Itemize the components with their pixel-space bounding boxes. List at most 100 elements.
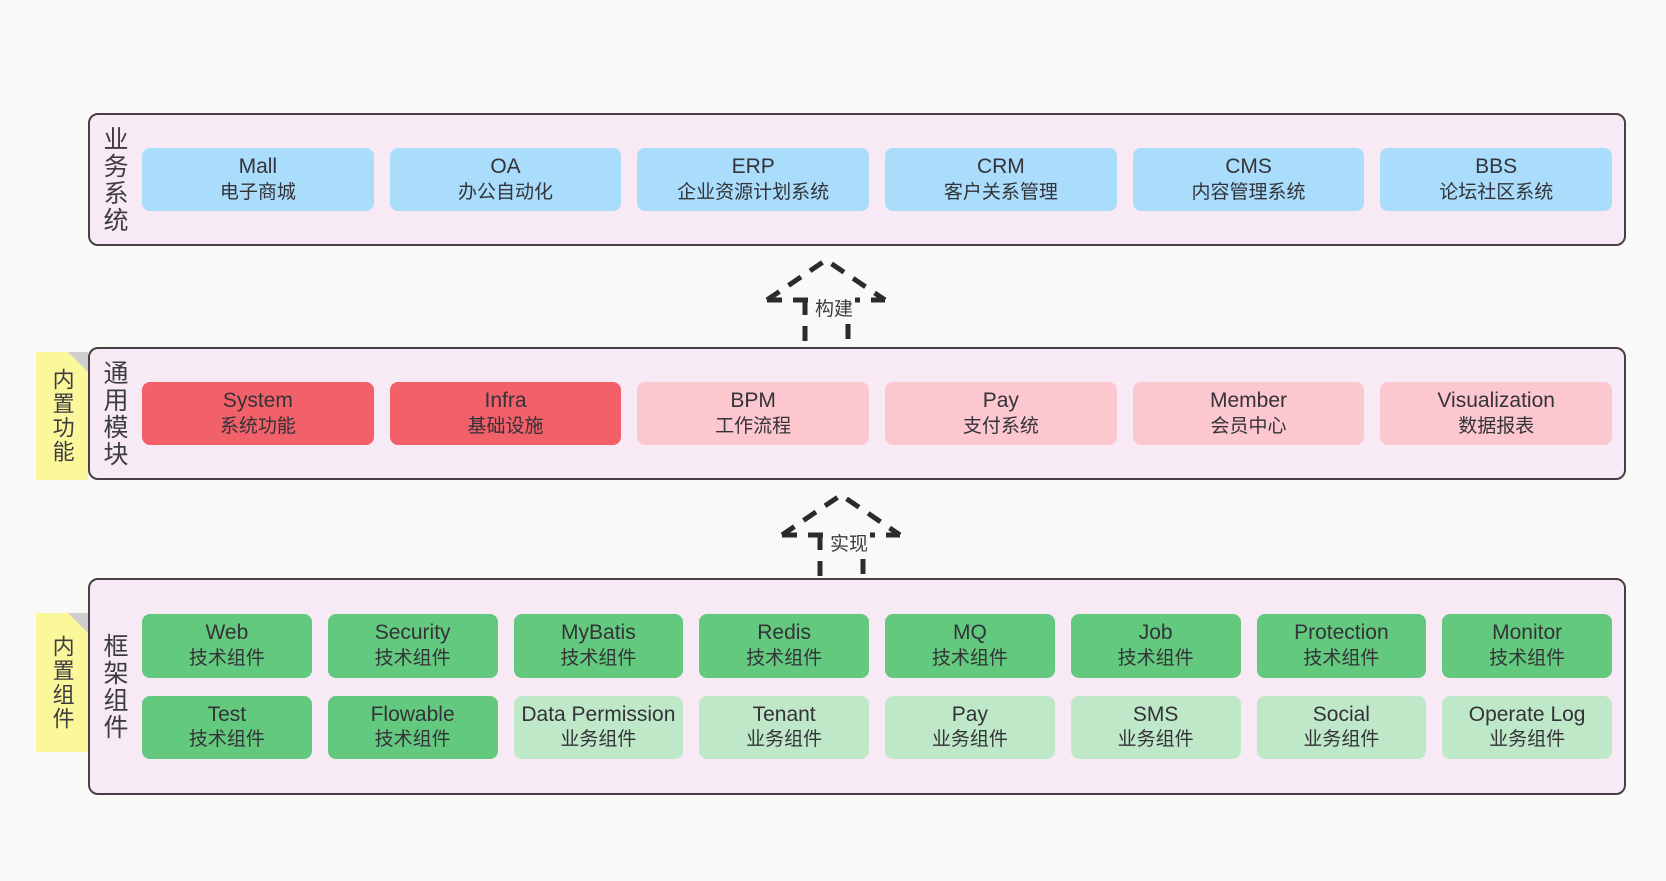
component-card[interactable]: Infra 基础设施 [389, 381, 622, 446]
component-card-name: Security [374, 621, 451, 645]
component-card[interactable]: Tenant 业务组件 [699, 695, 869, 759]
component-card-name: ERP [731, 154, 775, 178]
component-card-name: Flowable [370, 702, 455, 726]
component-card-subtitle: 数据报表 [1458, 415, 1535, 437]
component-card-subtitle: 内容管理系统 [1191, 181, 1306, 203]
component-card-name: Infra [484, 388, 527, 412]
component-card-name: CMS [1225, 154, 1272, 178]
connector-implement: 实现 [770, 487, 920, 588]
component-card-subtitle: 技术组件 [374, 648, 451, 670]
note-builtin-components: 内置组件 [36, 613, 88, 752]
component-card-subtitle: 基础设施 [467, 415, 544, 437]
component-card[interactable]: Monitor 技术组件 [1442, 614, 1612, 678]
component-card-name: Test [207, 702, 247, 726]
component-card[interactable]: Member 会员中心 [1132, 381, 1365, 446]
component-card[interactable]: Protection 技术组件 [1256, 614, 1427, 678]
note-builtin-components-label: 内置组件 [49, 634, 75, 731]
component-card-subtitle: 技术组件 [188, 648, 265, 670]
component-card-name: Pay [982, 388, 1019, 412]
component-card-subtitle: 业务组件 [1303, 729, 1380, 751]
component-card[interactable]: System 系统功能 [142, 381, 374, 446]
component-card-name: Social [1312, 702, 1370, 726]
component-card-subtitle: 会员中心 [1210, 415, 1287, 437]
layer-title-framework-components: 框架组件 [100, 632, 128, 741]
component-card-subtitle: 技术组件 [931, 648, 1008, 670]
component-card[interactable]: ERP 企业资源计划系统 [637, 147, 870, 212]
layer-title-business-systems: 业务系统 [100, 125, 128, 234]
component-card-name: Pay [951, 702, 988, 726]
component-card-subtitle: 系统功能 [219, 415, 296, 437]
component-card-subtitle: 技术组件 [560, 648, 637, 670]
component-card-name: SMS [1132, 702, 1179, 726]
component-card-subtitle: 客户关系管理 [943, 181, 1058, 203]
component-card-name: OA [490, 154, 521, 178]
component-card-name: MQ [952, 621, 987, 645]
component-card-subtitle: 技术组件 [188, 729, 265, 751]
connector-implement-label: 实现 [828, 529, 871, 556]
component-card[interactable]: MQ 技术组件 [885, 614, 1055, 678]
component-card[interactable]: Security 技术组件 [327, 614, 498, 678]
component-card-name: Redis [757, 621, 811, 645]
component-card-name: System [222, 388, 293, 412]
note-builtin-features: 内置功能 [36, 352, 88, 480]
component-card[interactable]: Pay 支付系统 [885, 381, 1117, 446]
component-card-subtitle: 工作流程 [715, 415, 792, 437]
connector-build: 构建 [755, 252, 905, 353]
component-card-name: CRM [976, 154, 1025, 178]
component-card-name: Job [1138, 621, 1173, 645]
component-card-name: Monitor [1492, 621, 1563, 645]
component-card[interactable]: CRM 客户关系管理 [885, 147, 1117, 212]
component-card-name: Protection [1294, 621, 1389, 645]
component-card[interactable]: Social 业务组件 [1256, 695, 1427, 759]
component-card-subtitle: 业务组件 [746, 729, 823, 751]
component-card-name: Visualization [1437, 388, 1555, 412]
connector-build-label: 构建 [813, 294, 856, 321]
component-card-subtitle: 企业资源计划系统 [677, 181, 830, 203]
component-card-subtitle: 论坛社区系统 [1439, 181, 1554, 203]
component-card-subtitle: 业务组件 [1117, 729, 1194, 751]
component-card[interactable]: Visualization 数据报表 [1380, 381, 1613, 446]
component-card-name: Data Permission [521, 702, 676, 726]
component-card-subtitle: 技术组件 [1489, 648, 1566, 670]
note-builtin-features-label: 内置功能 [49, 368, 75, 464]
component-card[interactable]: Test 技术组件 [142, 695, 312, 759]
component-card[interactable]: Operate Log 业务组件 [1442, 695, 1612, 759]
component-card-subtitle: 业务组件 [931, 729, 1008, 751]
component-card-name: Tenant [752, 702, 816, 726]
component-card-subtitle: 支付系统 [962, 415, 1039, 437]
component-card[interactable]: Data Permission 业务组件 [513, 695, 684, 759]
component-card-name: Operate Log [1468, 702, 1586, 726]
component-card[interactable]: Pay 业务组件 [885, 695, 1055, 759]
component-card[interactable]: SMS 业务组件 [1070, 695, 1241, 759]
component-card-name: Member [1210, 388, 1288, 412]
component-card-subtitle: 技术组件 [1303, 648, 1380, 670]
component-card-name: Mall [238, 154, 278, 178]
component-card-subtitle: 电子商城 [219, 181, 296, 203]
component-card[interactable]: Mall 电子商城 [142, 147, 374, 212]
note-fold-corner-icon [68, 352, 88, 372]
component-card-subtitle: 业务组件 [1489, 729, 1566, 751]
component-card[interactable]: MyBatis 技术组件 [513, 614, 684, 678]
component-card-subtitle: 业务组件 [560, 729, 637, 751]
layer-title-common-modules: 通用模块 [100, 359, 128, 468]
component-card[interactable]: CMS 内容管理系统 [1132, 147, 1365, 212]
note-fold-corner-icon [68, 613, 88, 633]
component-card-name: MyBatis [561, 621, 636, 645]
